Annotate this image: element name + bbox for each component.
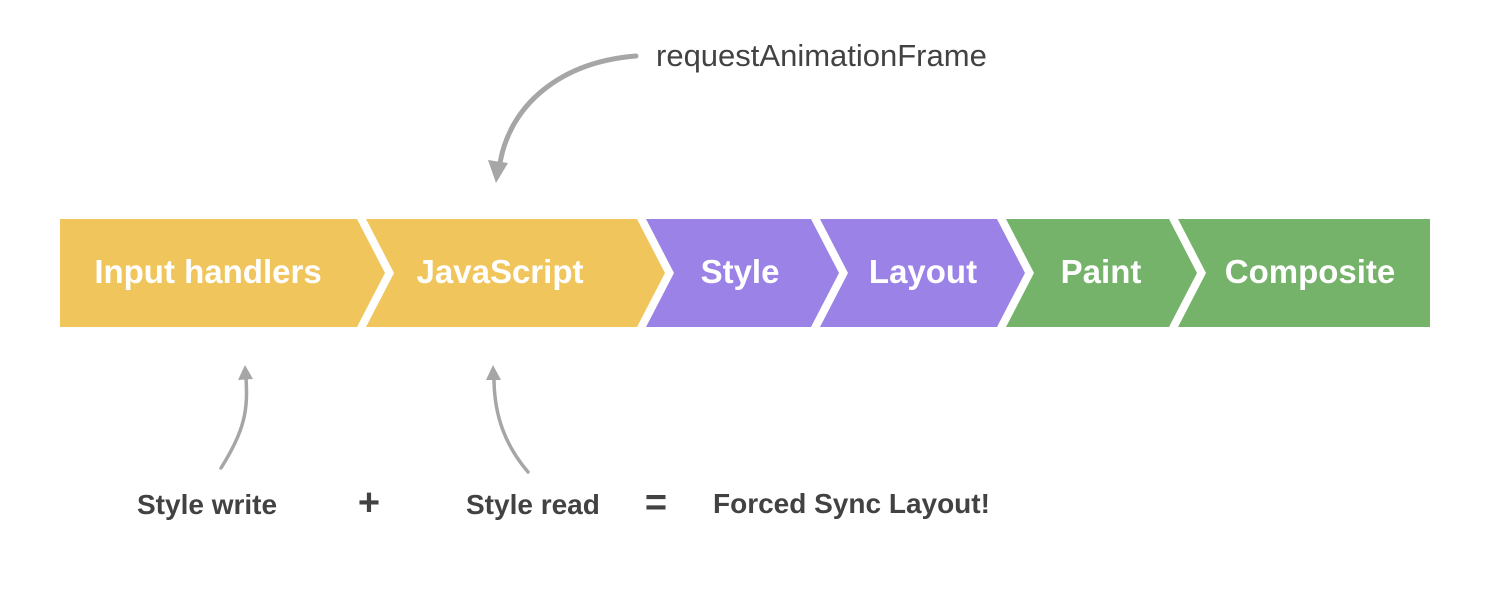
stage-input-handlers-label: Input handlers xyxy=(94,253,321,290)
stage-paint: Paint xyxy=(1006,219,1197,327)
style-write-arrowhead-icon xyxy=(238,365,253,380)
style-read-arrow-line xyxy=(492,376,530,474)
stage-style-label: Style xyxy=(701,253,780,290)
stage-javascript-label: JavaScript xyxy=(417,253,584,290)
stage-style-shape xyxy=(646,219,839,327)
stage-paint-shape xyxy=(1006,219,1197,327)
raf-arrow xyxy=(497,53,639,166)
stage-javascript: JavaScript xyxy=(366,219,665,327)
stage-input-handlers: Input handlers xyxy=(60,219,385,327)
stage-layout: Layout xyxy=(820,219,1025,327)
stage-style: Style xyxy=(646,219,839,327)
style-read-label: Style read xyxy=(466,489,600,520)
raf-label: requestAnimationFrame xyxy=(656,38,987,73)
style-write-arrow xyxy=(219,365,253,470)
stage-input-handlers-shape xyxy=(60,219,385,327)
style-read-arrowhead-icon xyxy=(486,365,501,380)
stage-layout-shape xyxy=(820,219,1025,327)
pipeline: Input handlers JavaScript Style Layout P… xyxy=(60,219,1430,327)
style-write-arrow-line xyxy=(219,376,249,470)
style-write-label: Style write xyxy=(137,489,277,520)
raf-annotation: requestAnimationFrame xyxy=(488,38,987,183)
stage-composite-shape xyxy=(1178,219,1430,327)
stage-composite: Composite xyxy=(1178,219,1430,327)
forced-sync-layout-label: Forced Sync Layout! xyxy=(713,488,990,519)
equals-sign: = xyxy=(645,482,667,524)
raf-arrowhead-icon xyxy=(488,160,508,183)
style-read-arrow xyxy=(486,365,530,474)
stage-layout-label: Layout xyxy=(869,253,977,290)
stage-composite-label: Composite xyxy=(1225,253,1396,290)
plus-sign: + xyxy=(358,482,380,524)
forced-sync-layout-equation: Style write + Style read = Forced Sync L… xyxy=(137,482,990,524)
stage-paint-label: Paint xyxy=(1061,253,1142,290)
stage-javascript-shape xyxy=(366,219,665,327)
